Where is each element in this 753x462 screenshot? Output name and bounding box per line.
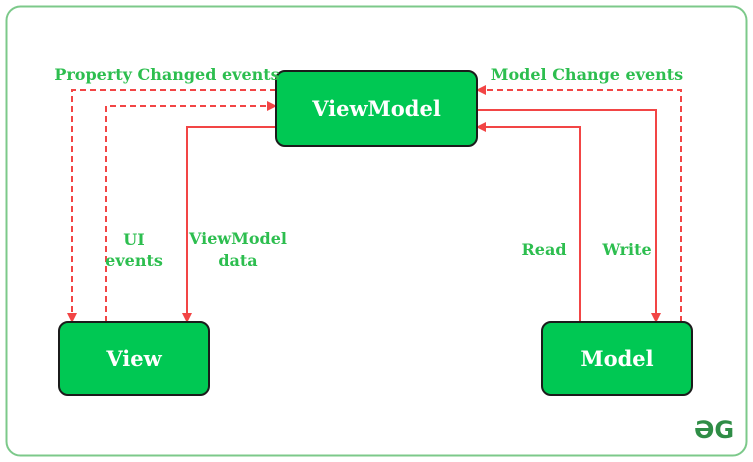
model-node-label: Model — [580, 346, 653, 371]
viewmodel-node: ViewModel — [275, 70, 478, 147]
property-changed-arrow — [67, 89, 276, 323]
model-change-arrow — [476, 85, 682, 322]
viewmodel-data-label-line2: data — [218, 251, 257, 270]
read-arrow — [476, 122, 581, 322]
view-node: View — [58, 321, 210, 396]
property-changed-label: Property Changed events — [54, 65, 279, 84]
model-change-label: Model Change events — [491, 65, 683, 84]
viewmodel-data-label-line1: ViewModel — [188, 229, 287, 248]
ui-events-arrow — [105, 101, 277, 322]
ui-label: UI — [123, 230, 144, 249]
model-node: Model — [541, 321, 693, 396]
events-label: events — [105, 251, 163, 270]
gfg-logo: ƏG — [694, 416, 734, 444]
viewmodel-node-label: ViewModel — [311, 96, 441, 121]
write-label: Write — [601, 240, 651, 259]
viewmodel-data-arrow — [182, 126, 276, 323]
read-label: Read — [521, 240, 566, 259]
write-arrow — [477, 109, 661, 323]
view-node-label: View — [105, 346, 162, 371]
